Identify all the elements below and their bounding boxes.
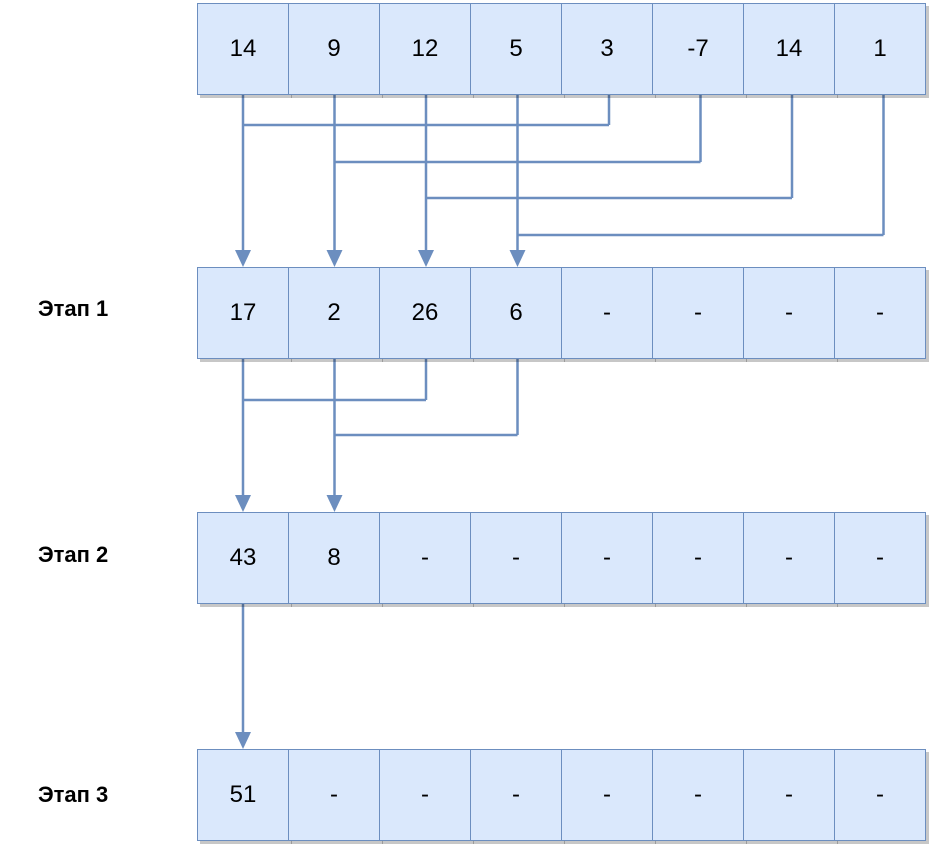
array-cell: 14: [197, 3, 289, 95]
stage-2-label: Этап 2: [38, 542, 109, 567]
array-cell: -: [834, 267, 926, 359]
array-cell: -: [561, 267, 653, 359]
array-cell: -7: [652, 3, 744, 95]
arrowhead: [235, 250, 251, 267]
array-cell: 6: [470, 267, 562, 359]
array-cell: 12: [379, 3, 471, 95]
array-cell: 1: [834, 3, 926, 95]
arrowhead: [235, 732, 251, 749]
array-cell: -: [743, 512, 835, 604]
input-array-row: 14 9 12 5 3 -7 14 1: [197, 3, 926, 95]
array-cell: 51: [197, 749, 289, 841]
array-cell: -: [743, 267, 835, 359]
array-cell: 14: [743, 3, 835, 95]
stage-1-label: Этап 1: [38, 296, 109, 321]
stage-3-array-row: 51 - - - - - - -: [197, 749, 926, 841]
array-cell: -: [470, 749, 562, 841]
array-cell: 3: [561, 3, 653, 95]
array-cell: 43: [197, 512, 289, 604]
array-cell: -: [834, 749, 926, 841]
array-cell: 8: [288, 512, 380, 604]
array-cell: 5: [470, 3, 562, 95]
stage-2-array-row: 43 8 - - - - - -: [197, 512, 926, 604]
arrowhead: [235, 495, 251, 512]
array-cell: 26: [379, 267, 471, 359]
array-cell: 17: [197, 267, 289, 359]
array-cell: -: [379, 512, 471, 604]
array-cell: -: [561, 512, 653, 604]
arrowhead: [418, 250, 434, 267]
array-cell: -: [470, 512, 562, 604]
array-cell: -: [379, 749, 471, 841]
array-cell: 9: [288, 3, 380, 95]
array-cell: -: [561, 749, 653, 841]
array-cell: -: [834, 512, 926, 604]
arrowhead: [326, 250, 343, 267]
array-cell: 2: [288, 267, 380, 359]
stage-3-label: Этап 3: [38, 782, 109, 807]
arrowhead: [326, 495, 343, 512]
array-cell: -: [743, 749, 835, 841]
array-cell: -: [288, 749, 380, 841]
array-cell: -: [652, 749, 744, 841]
arrowhead: [509, 250, 526, 267]
array-cell: -: [652, 512, 744, 604]
array-cell: -: [652, 267, 744, 359]
stage-1-array-row: 17 2 26 6 - - - -: [197, 267, 926, 359]
